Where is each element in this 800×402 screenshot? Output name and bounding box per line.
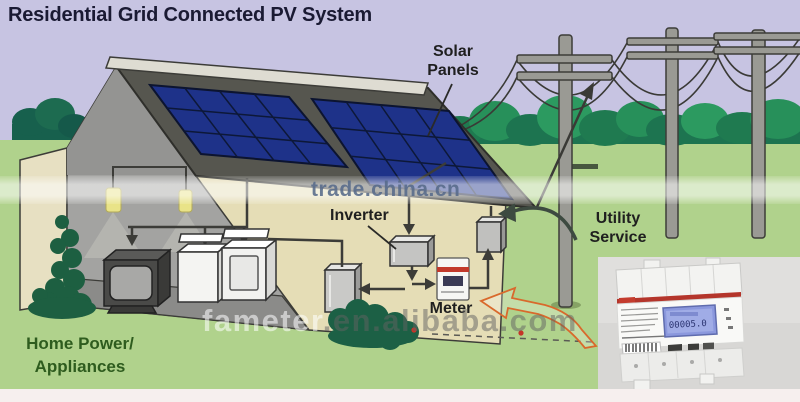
label-utility-line2: Service bbox=[589, 229, 647, 246]
page-title: Residential Grid Connected PV System bbox=[8, 4, 373, 26]
label-home-power: Home Power/ Appliances bbox=[10, 332, 150, 378]
solar-array-1 bbox=[147, 83, 350, 169]
meter-buttons bbox=[668, 342, 714, 352]
label-home-power-line1: Home Power/ bbox=[26, 334, 134, 353]
utility-pole-1 bbox=[516, 34, 613, 309]
grid-flow-arrow bbox=[498, 203, 578, 241]
label-solar-panels-line1: Solar bbox=[432, 43, 473, 60]
label-utility-line1: Utility bbox=[595, 210, 641, 227]
watermark-alibaba: fameter.en.alibaba.com bbox=[202, 303, 578, 339]
label-meter: Meter bbox=[429, 300, 473, 317]
label-utility-service: Utility Service bbox=[572, 209, 664, 247]
meter-lcd: 00005.0 bbox=[662, 304, 718, 338]
meter-lcd-reading: 00005.0 bbox=[669, 319, 707, 331]
front-bush bbox=[328, 299, 419, 350]
dashed-ground-line bbox=[431, 333, 594, 343]
label-inverter: Inverter bbox=[330, 207, 389, 224]
inverter-box bbox=[388, 234, 436, 268]
label-solar-panels-line2: Panels bbox=[427, 62, 479, 79]
watermark-band bbox=[0, 176, 800, 204]
product-photo: 00005.0 bbox=[598, 257, 800, 393]
gable-face bbox=[67, 62, 197, 175]
watermark-alibaba-left: fameter bbox=[202, 303, 323, 338]
meter-terminal-marks bbox=[724, 308, 733, 329]
meter-bottom-terminal bbox=[619, 347, 745, 383]
wiring-arrowheads bbox=[358, 224, 494, 295]
tv bbox=[101, 248, 173, 314]
light-cone-1 bbox=[84, 212, 144, 258]
service-panel bbox=[475, 215, 508, 254]
watermark-red-dot-1 bbox=[411, 327, 417, 333]
tree bbox=[28, 215, 96, 319]
label-solar-panels: Solar Panels bbox=[410, 42, 496, 80]
orange-callout-arrow bbox=[479, 286, 598, 349]
label-pointer-inverter bbox=[367, 225, 397, 250]
house bbox=[19, 56, 539, 345]
photo-meter: 00005.0 bbox=[615, 257, 745, 391]
watermark-trade-china: trade.china.cn bbox=[311, 178, 461, 201]
bottom-strip bbox=[0, 389, 800, 402]
watermark-red-dot-2 bbox=[518, 330, 524, 336]
watermark-alibaba-right: .en.alibaba.com bbox=[322, 303, 578, 338]
ridge-cap bbox=[104, 56, 430, 96]
meter-barcode bbox=[621, 341, 662, 355]
meter-box bbox=[436, 257, 470, 301]
label-pointer-solar bbox=[427, 83, 453, 137]
label-home-power-line2: Appliances bbox=[34, 357, 126, 376]
